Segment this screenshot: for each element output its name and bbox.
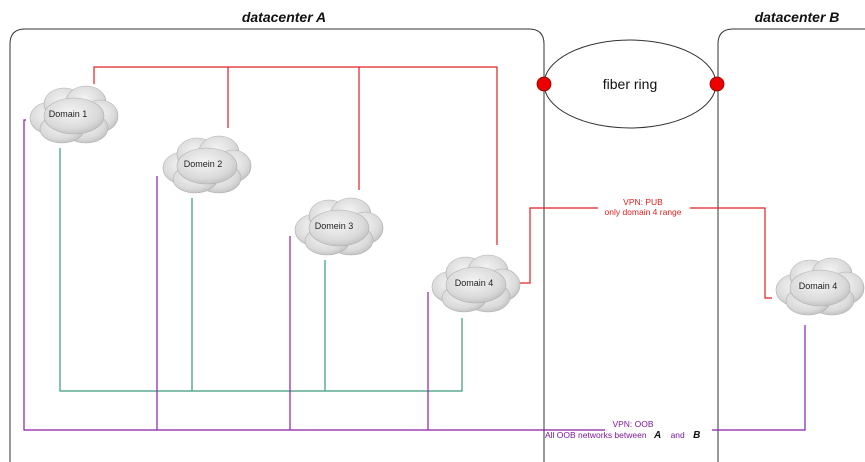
vpn-oob-a: A (653, 430, 661, 441)
domain-3-label: Domein 3 (315, 221, 354, 231)
datacenter-a-title: datacenter A (242, 9, 326, 25)
vpn-pub-label: VPN: PUB (623, 197, 663, 207)
domain-2-label: Domein 2 (184, 159, 223, 169)
datacenter-b-title: datacenter B (755, 9, 840, 25)
oob-network-lines (23, 119, 806, 431)
datacenter-a-boundary (9, 28, 545, 462)
vpn-oob-label: VPN: OOB (612, 419, 653, 429)
domain-4a-label: Domain 4 (455, 278, 494, 288)
vpn-oob-sublabel: All OOB networks between A and B (545, 430, 700, 441)
domain-2-cloud: Domein 2 (162, 135, 252, 194)
domain-1-label: Domain 1 (49, 109, 88, 119)
vpn-oob-sublabel-prefix: All OOB networks between (545, 430, 647, 440)
fiber-node-b (709, 76, 725, 92)
fiber-ring-label: fiber ring (603, 76, 657, 92)
internal-network-lines (59, 148, 463, 392)
domain-4b-label: Domain 4 (799, 281, 838, 291)
vpn-pub-sublabel: only domain 4 range (604, 207, 681, 217)
domain-3-cloud: Domein 3 (294, 197, 384, 256)
vpn-oob-and: and (671, 430, 685, 440)
domain-1-cloud: Domain 1 (29, 85, 119, 144)
vpn-oob-b: B (693, 430, 700, 441)
pub-network-lines (93, 66, 772, 299)
datacenter-b-boundary (717, 28, 865, 462)
domain-4b-cloud: Domain 4 (775, 257, 865, 316)
fiber-node-a (536, 76, 552, 92)
domain-4a-cloud: Domain 4 (431, 254, 521, 313)
